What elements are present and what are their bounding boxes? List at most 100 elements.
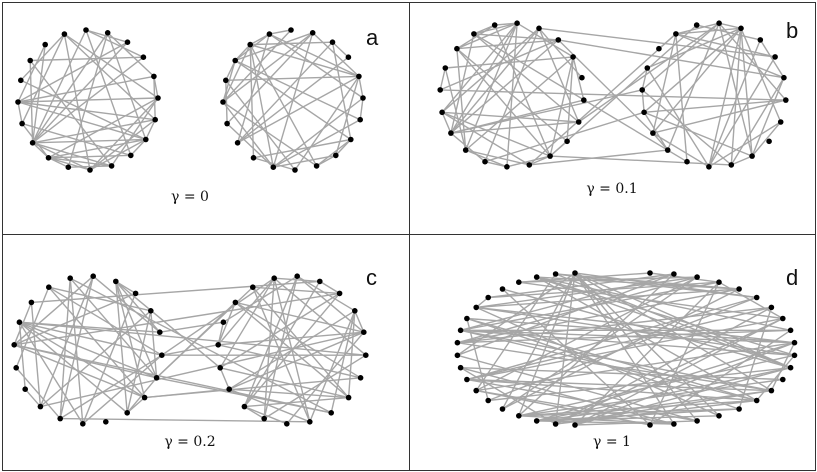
network-edge bbox=[475, 273, 557, 391]
network-edge bbox=[235, 301, 364, 333]
network-edge bbox=[751, 77, 785, 157]
network-node bbox=[647, 422, 653, 428]
network-node bbox=[639, 87, 645, 93]
network-edge bbox=[17, 41, 128, 103]
network-node bbox=[234, 140, 241, 146]
network-edge bbox=[219, 367, 230, 390]
network-node bbox=[693, 22, 700, 28]
network-edge bbox=[330, 310, 356, 413]
panel-c-letter: c bbox=[366, 265, 377, 290]
network-node bbox=[348, 136, 354, 143]
network-node bbox=[572, 270, 578, 276]
network-edge bbox=[39, 310, 152, 408]
network-edge bbox=[335, 76, 360, 156]
network-edge bbox=[234, 44, 251, 61]
network-edge bbox=[30, 56, 144, 62]
network-edge bbox=[466, 378, 757, 402]
network-edge bbox=[484, 28, 540, 162]
network-node bbox=[485, 397, 492, 404]
network-edge bbox=[484, 111, 645, 163]
network-node bbox=[15, 99, 21, 105]
network-edge bbox=[450, 33, 475, 134]
network-edge bbox=[29, 60, 34, 143]
network-edge bbox=[518, 354, 795, 417]
network-edge bbox=[31, 280, 320, 304]
panel-a-letter: a bbox=[366, 25, 379, 50]
network-edge bbox=[48, 97, 159, 159]
network-node bbox=[232, 57, 238, 64]
network-edge bbox=[502, 276, 698, 410]
network-edge bbox=[439, 67, 446, 91]
network-edge bbox=[244, 396, 349, 408]
network-edge bbox=[89, 97, 159, 171]
network-edge bbox=[518, 273, 675, 417]
network-node bbox=[738, 25, 744, 32]
network-edge bbox=[566, 56, 574, 142]
network-edge bbox=[644, 99, 786, 113]
network-edge bbox=[646, 67, 710, 168]
network-node bbox=[753, 397, 760, 404]
network-node bbox=[454, 352, 461, 359]
network-edge bbox=[465, 56, 574, 151]
network-edge bbox=[457, 306, 772, 344]
network-node bbox=[516, 413, 522, 419]
network-node bbox=[448, 130, 454, 136]
network-edge bbox=[226, 123, 274, 168]
network-node bbox=[313, 163, 320, 169]
network-node bbox=[153, 375, 160, 381]
network-edge bbox=[518, 415, 674, 425]
network-node bbox=[83, 27, 89, 33]
panel-b-edges bbox=[439, 22, 787, 168]
network-edge bbox=[250, 41, 333, 46]
network-edge bbox=[641, 89, 645, 113]
network-edge bbox=[441, 22, 518, 113]
network-edge bbox=[31, 44, 46, 143]
network-edge bbox=[222, 29, 292, 103]
network-node bbox=[728, 162, 735, 168]
network-edge bbox=[740, 28, 753, 157]
network-edge bbox=[222, 44, 251, 103]
network-edge bbox=[263, 354, 367, 420]
network-edge bbox=[759, 39, 785, 79]
network-edge bbox=[40, 331, 364, 408]
network-edge bbox=[450, 132, 486, 163]
network-node bbox=[533, 274, 540, 280]
network-edge bbox=[359, 97, 364, 120]
network-edge bbox=[32, 41, 129, 144]
network-node bbox=[357, 116, 364, 123]
network-edge bbox=[652, 132, 710, 168]
network-edge bbox=[18, 321, 128, 414]
network-node bbox=[250, 284, 256, 291]
network-edge bbox=[675, 27, 742, 35]
network-node bbox=[579, 74, 585, 81]
network-edge bbox=[32, 142, 49, 159]
network-edge bbox=[558, 39, 785, 79]
network-edge bbox=[466, 318, 489, 401]
network-edge bbox=[19, 321, 366, 356]
network-edge bbox=[234, 59, 361, 121]
network-node bbox=[352, 308, 358, 314]
network-edge bbox=[269, 33, 364, 99]
network-node bbox=[29, 140, 36, 146]
network-edge bbox=[331, 42, 352, 140]
network-node bbox=[151, 73, 157, 80]
network-node bbox=[787, 327, 794, 334]
network-edge bbox=[538, 27, 583, 79]
network-node bbox=[220, 319, 227, 326]
network-node bbox=[363, 352, 369, 359]
network-edge bbox=[64, 33, 159, 99]
network-node bbox=[787, 364, 794, 371]
network-edge bbox=[107, 32, 155, 77]
network-node bbox=[482, 158, 488, 165]
network-edge bbox=[150, 310, 158, 378]
network-node bbox=[783, 97, 789, 103]
network-node bbox=[224, 120, 230, 127]
network-node bbox=[464, 315, 470, 322]
network-node bbox=[671, 421, 677, 427]
network-node bbox=[140, 54, 147, 60]
network-node bbox=[753, 294, 760, 301]
network-node bbox=[694, 274, 700, 280]
network-edge bbox=[273, 278, 311, 422]
network-node bbox=[329, 39, 336, 45]
